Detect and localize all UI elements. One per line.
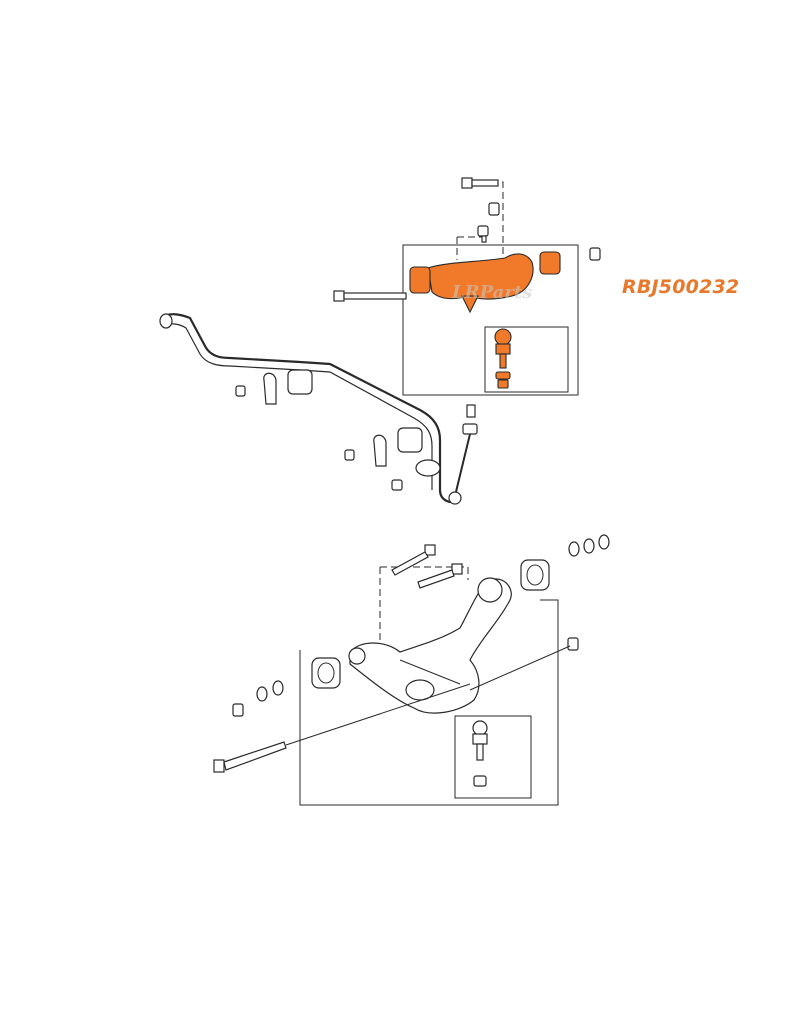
pinch-bolt [477,225,489,243]
bar-end [159,313,173,329]
lower-arm-detail-box [299,599,559,806]
lower-arm-washers-left [232,680,284,717]
lower-arm-front-bush [311,657,341,689]
drop-link [415,404,478,505]
lower-arm-long-bolt [213,683,471,773]
upper-arm-detail-box [402,244,579,396]
watermark: LRParts [452,282,533,303]
upper-ball-joint-box [484,326,569,393]
upper-nut [488,202,500,216]
part-number-label: RBJ500232 [622,276,740,298]
upper-bolt [461,177,499,189]
anti-roll-bar-assembly [159,313,478,505]
lower-arm-assembly [213,534,610,806]
leader-line [469,645,571,691]
bar-clamp-right [344,427,423,491]
lower-arm-rear-bush [520,559,550,591]
lower-control-arm [348,577,512,714]
bar-clamp-left [235,369,313,405]
upper-ball-joint [494,328,512,389]
leader-line [379,566,469,645]
upper-arm-highlighted [409,251,561,314]
lower-ball-joint [472,720,488,787]
leader-line [480,181,504,260]
lower-arm-washers-right [567,534,610,651]
upper-arm-through-bolt [333,290,407,302]
lower-rear-bolt [417,563,463,589]
upper-arm-assembly [333,177,601,396]
lower-ball-joint-box [454,715,532,799]
upper-right-nut [589,247,601,261]
lower-front-bolt [391,544,436,576]
